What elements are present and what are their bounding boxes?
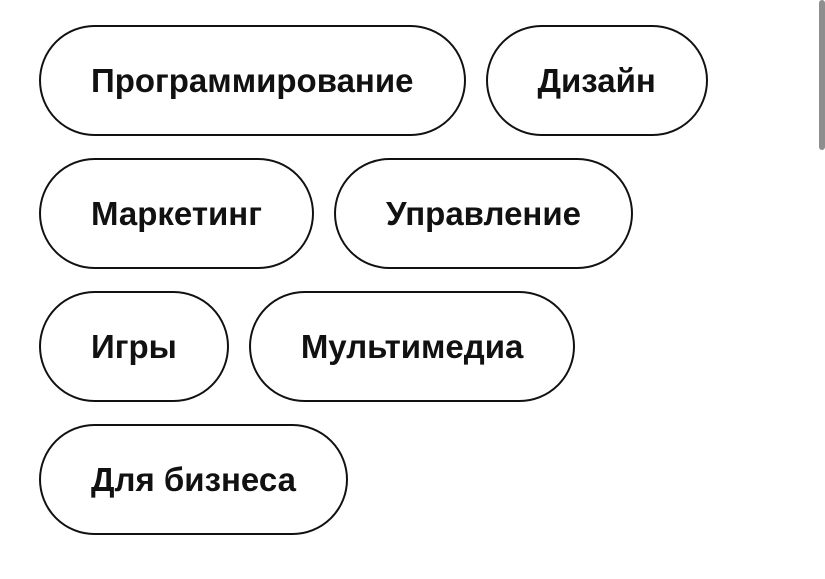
category-chip-games[interactable]: Игры [39, 291, 229, 402]
category-chip-list: Программирование Дизайн Маркетинг Управл… [39, 25, 759, 557]
chip-row: Для бизнеса [39, 424, 759, 535]
category-chip-design[interactable]: Дизайн [485, 25, 708, 136]
vertical-scrollbar[interactable] [819, 0, 825, 150]
category-chip-business[interactable]: Для бизнеса [39, 424, 348, 535]
chip-row: Маркетинг Управление [39, 158, 759, 269]
chip-row: Программирование Дизайн [39, 25, 759, 136]
category-chip-marketing[interactable]: Маркетинг [39, 158, 314, 269]
category-chip-multimedia[interactable]: Мультимедиа [248, 291, 576, 402]
category-chip-programming[interactable]: Программирование [39, 25, 466, 136]
category-chip-management[interactable]: Управление [333, 158, 633, 269]
chip-row: Игры Мультимедиа [39, 291, 759, 402]
